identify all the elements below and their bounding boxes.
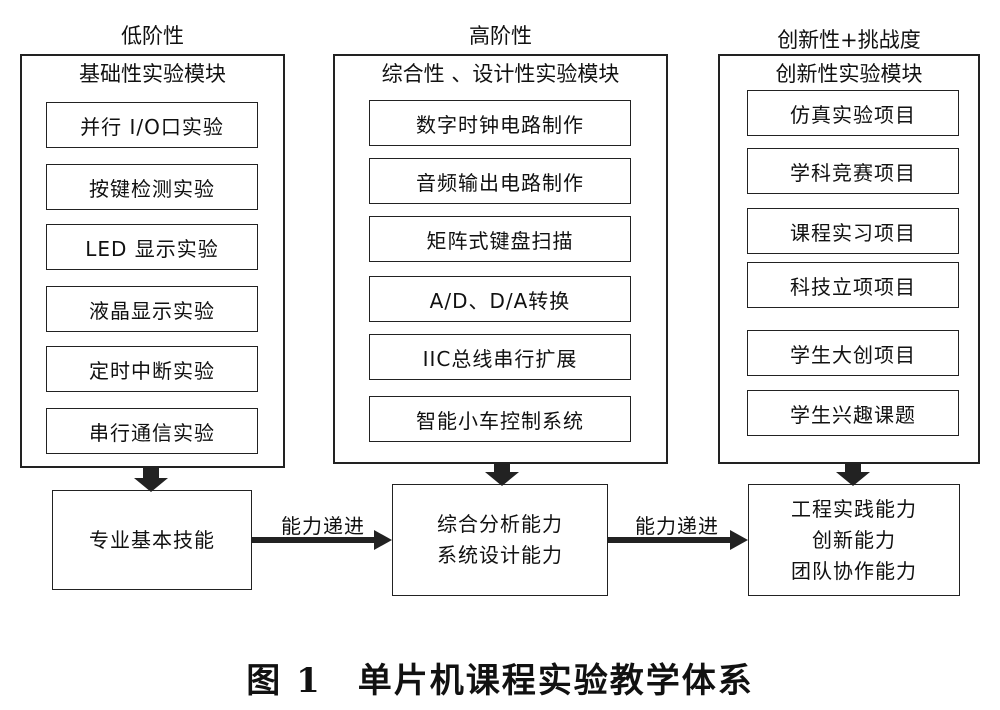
module-item: 按键检测实验 — [46, 164, 258, 210]
module-item: 科技立项项目 — [747, 262, 959, 308]
module-item: 仿真实验项目 — [747, 90, 959, 136]
module-item: 音频输出电路制作 — [369, 158, 631, 204]
result-line: 创新能力 — [812, 527, 896, 552]
panel-innovation — [718, 54, 980, 464]
panel-title-innovation: 创新性实验模块 — [775, 62, 923, 86]
module-item: 矩阵式键盘扫描 — [369, 216, 631, 262]
module-item: IIC总线串行扩展 — [369, 334, 631, 380]
result-box-design-abilities: 综合分析能力 系统设计能力 — [392, 484, 608, 596]
result-box-engineering-abilities: 工程实践能力 创新能力 团队协作能力 — [748, 484, 960, 596]
module-item: 并行 I/O口实验 — [46, 102, 258, 148]
down-arrow-icon — [836, 464, 870, 486]
column-label-innovation: 创新性+挑战度 — [777, 28, 921, 52]
module-item: A/D、D/A转换 — [369, 276, 631, 322]
down-arrow-icon — [134, 468, 168, 492]
down-arrow-icon — [485, 464, 519, 486]
column-label-high: 高阶性 — [469, 24, 532, 48]
panel-title-comprehensive: 综合性 、设计性实验模块 — [381, 62, 620, 86]
module-item: LED 显示实验 — [46, 224, 258, 270]
result-line: 团队协作能力 — [791, 558, 917, 583]
result-line: 综合分析能力 — [437, 512, 563, 536]
module-item: 串行通信实验 — [46, 408, 258, 454]
arrow-label-progression-1: 能力递进 — [281, 514, 365, 538]
module-item: 数字时钟电路制作 — [369, 100, 631, 146]
module-item: 学科竞赛项目 — [747, 148, 959, 194]
module-item: 智能小车控制系统 — [369, 396, 631, 442]
panel-comprehensive — [333, 54, 668, 464]
right-arrow-icon — [608, 530, 748, 550]
result-line: 系统设计能力 — [437, 543, 563, 567]
module-item: 课程实习项目 — [747, 208, 959, 254]
module-item: 液晶显示实验 — [46, 286, 258, 332]
panel-basic — [20, 54, 285, 468]
figure-caption: 图 1 单片机课程实验教学体系 — [246, 661, 754, 701]
result-line: 专业基本技能 — [89, 527, 215, 552]
result-line: 工程实践能力 — [791, 496, 917, 521]
right-arrow-icon — [252, 530, 392, 550]
module-item: 学生大创项目 — [747, 330, 959, 376]
module-item: 定时中断实验 — [46, 346, 258, 392]
arrow-label-progression-2: 能力递进 — [635, 514, 719, 538]
column-label-low: 低阶性 — [121, 24, 184, 48]
module-item: 学生兴趣课题 — [747, 390, 959, 436]
panel-title-basic: 基础性实验模块 — [79, 62, 226, 86]
